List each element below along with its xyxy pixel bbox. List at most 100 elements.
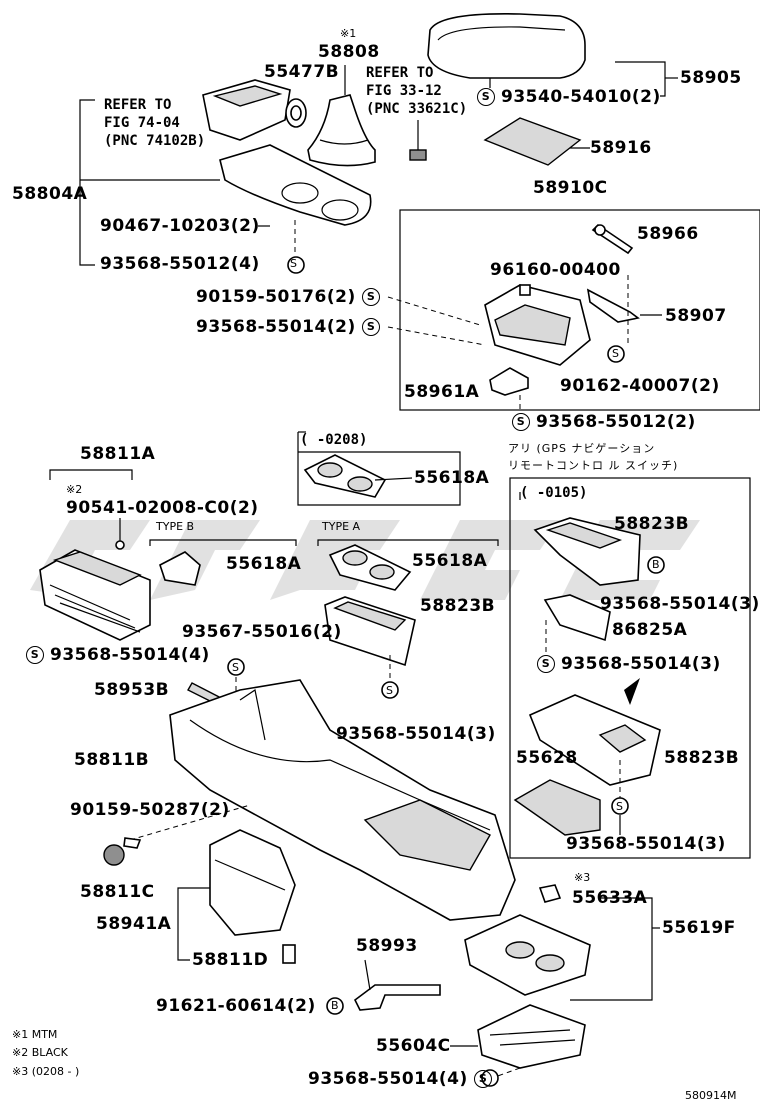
- cup-holder-55619f: [464, 914, 591, 996]
- part-label-58993: 58993: [356, 936, 418, 956]
- switch-86825a: [543, 594, 611, 642]
- bracket-58910c: [484, 284, 591, 366]
- arrow: [624, 678, 640, 705]
- part-label-91621: 91621-60614(2): [156, 996, 316, 1016]
- part-label-55618a-b: 55618A: [226, 554, 302, 574]
- cup-holder-type-a-55618a: [328, 544, 412, 591]
- part-label-58811d: 58811D: [192, 950, 269, 970]
- refer-fig74-line3: (PNC 74102B): [104, 133, 206, 149]
- jp-note-line1: アリ (GPS ナビゲーション: [508, 442, 656, 455]
- part-label-96160: 96160-00400: [490, 260, 621, 280]
- s-mark-icon: S: [232, 661, 239, 674]
- range-0208: ( -0208): [300, 432, 368, 448]
- s-mark-icon: S: [386, 684, 393, 697]
- part-label-58910c: 58910C: [533, 178, 608, 198]
- part-label-58966: 58966: [637, 224, 699, 244]
- part-label-55619f: 55619F: [662, 918, 736, 938]
- pad-58916: [483, 117, 582, 166]
- part-label-58823b-1: 58823B: [614, 514, 690, 534]
- part-label-55618a-top: 55618A: [414, 468, 490, 488]
- part-label-58804a: 58804A: [12, 184, 88, 204]
- part-label-55604c: 55604C: [376, 1036, 451, 1056]
- part-label-55633a: 55633A: [572, 888, 648, 908]
- s-mark-icon: S: [26, 646, 44, 664]
- panel-58804a: [219, 144, 372, 226]
- box-0208: [297, 432, 461, 506]
- box-74102b: [202, 79, 291, 141]
- type-b-label: TYPE B: [156, 520, 195, 533]
- type-a-label: TYPE A: [322, 520, 361, 533]
- note-mark-1: ※1: [340, 27, 357, 40]
- clip-55633a: [538, 884, 562, 903]
- screw-90159: [123, 837, 142, 849]
- s-mark-icon: S: [537, 655, 555, 673]
- part-label-58953b: 58953B: [94, 680, 170, 700]
- part-label-55628: 55628: [516, 748, 578, 768]
- part-label-93568-55014-4b: 93568-55014(4) S: [308, 1070, 498, 1088]
- refer-fig33-line2: FIG 33-12: [366, 83, 442, 99]
- part-label-58811a: 58811A: [80, 444, 156, 464]
- tray-58823b-left: [324, 596, 416, 667]
- part-label-58823b-3: 58823B: [664, 748, 740, 768]
- plug-58811c: [103, 844, 125, 866]
- part-label-58811b: 58811B: [74, 750, 150, 770]
- note-2: ※2 BLACK: [12, 1046, 68, 1059]
- cup-holder-top-55618a: [303, 454, 387, 498]
- main-console-58811b: [169, 679, 516, 921]
- bracket-58961a: [489, 367, 529, 396]
- part-label-58961a: 58961A: [404, 382, 480, 402]
- plate-55604c: [477, 1004, 586, 1069]
- part-label-58905: 58905: [680, 68, 742, 88]
- s-mark-icon: S: [512, 413, 530, 431]
- range-0105: ( -0105): [520, 485, 588, 501]
- s-mark-icon: S: [474, 1070, 493, 1088]
- b-mark-icon: B: [652, 558, 660, 571]
- s-mark-icon: S: [290, 257, 297, 270]
- clip-33621c: [409, 149, 427, 161]
- tray-58823b-lower: [528, 694, 661, 786]
- s-mark-icon: S: [477, 88, 495, 106]
- bracket-type-b-55618a: [159, 551, 201, 586]
- part-label-58916: 58916: [590, 138, 652, 158]
- refer-fig33-line1: REFER TO: [366, 65, 434, 81]
- part-label-93568-55014-3c: 93568-55014(3): [336, 724, 496, 744]
- clip-58811d: [282, 944, 296, 964]
- s-mark-icon: S: [362, 288, 381, 306]
- part-label-90159-50176: 90159-50176(2) S: [196, 288, 386, 306]
- part-label-93568-55014-3a: 93568-55014(3): [600, 594, 760, 614]
- s-mark-icon: S: [616, 800, 623, 813]
- part-label-90541: 90541-02008-C0(2): [66, 498, 259, 518]
- part-label-58907: 58907: [665, 306, 727, 326]
- part-label-93567: 93567-55016(2): [182, 622, 342, 642]
- note-mark-2: ※2: [66, 483, 83, 496]
- part-label-58811c: 58811C: [80, 882, 155, 902]
- bracket-58907: [586, 288, 640, 323]
- s-mark-icon: S: [362, 318, 381, 336]
- note-1: ※1 MTM: [12, 1028, 58, 1041]
- refer-fig33-line3: (PNC 33621C): [366, 101, 468, 117]
- s-mark-icon: S: [612, 347, 619, 360]
- b-mark-icon: B: [331, 999, 339, 1012]
- part-label-93568-55012-4: 93568-55012(4): [100, 254, 260, 274]
- part-label-90467: 90467-10203(2): [100, 216, 260, 236]
- part-label-93568-55014-2: 93568-55014(2) S: [196, 318, 386, 336]
- part-label-58808: 58808: [318, 42, 380, 62]
- part-label-90162: 90162-40007(2): [560, 376, 720, 396]
- bracket-58993: [353, 984, 441, 1011]
- armrest-lid-58905: [427, 13, 586, 88]
- box-58910c: [399, 209, 760, 411]
- shift-boot-58808: [307, 65, 376, 167]
- part-label-86825a: 86825A: [612, 620, 688, 640]
- refer-fig74-line2: FIG 74-04: [104, 115, 180, 131]
- console-58811a: [39, 549, 151, 641]
- figure-number: 580914M: [685, 1089, 737, 1102]
- part-label-58941a: 58941A: [96, 914, 172, 934]
- refer-fig74-line1: REFER TO: [104, 97, 172, 113]
- part-label-55618a-a: 55618A: [412, 551, 488, 571]
- plate-55628: [513, 779, 601, 836]
